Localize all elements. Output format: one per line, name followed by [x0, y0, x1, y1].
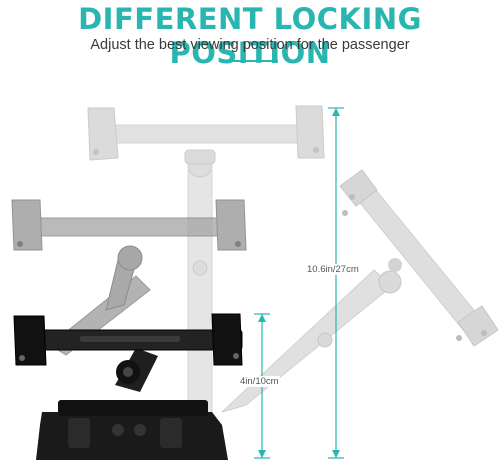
dimension-line-tall — [328, 107, 344, 459]
dimension-label-short: 4in/10cm — [239, 376, 280, 387]
ghost-tall-arm — [184, 149, 216, 431]
product-clamp-base — [36, 400, 228, 460]
page-title: DIFFERENT LOCKING POSITION — [78, 2, 422, 70]
ghost-tilted-arm — [221, 258, 402, 413]
ghost-top-holder — [87, 105, 325, 161]
ghost-mid-holder — [11, 199, 247, 251]
title-underline — [222, 60, 278, 62]
product-holder — [13, 313, 243, 366]
product-arm — [115, 348, 158, 392]
ghost-tilted-holder — [339, 169, 499, 347]
page-subtitle: Adjust the best viewing position for the… — [90, 37, 410, 53]
dimension-label-tall: 10.6in/27cm — [306, 264, 360, 275]
